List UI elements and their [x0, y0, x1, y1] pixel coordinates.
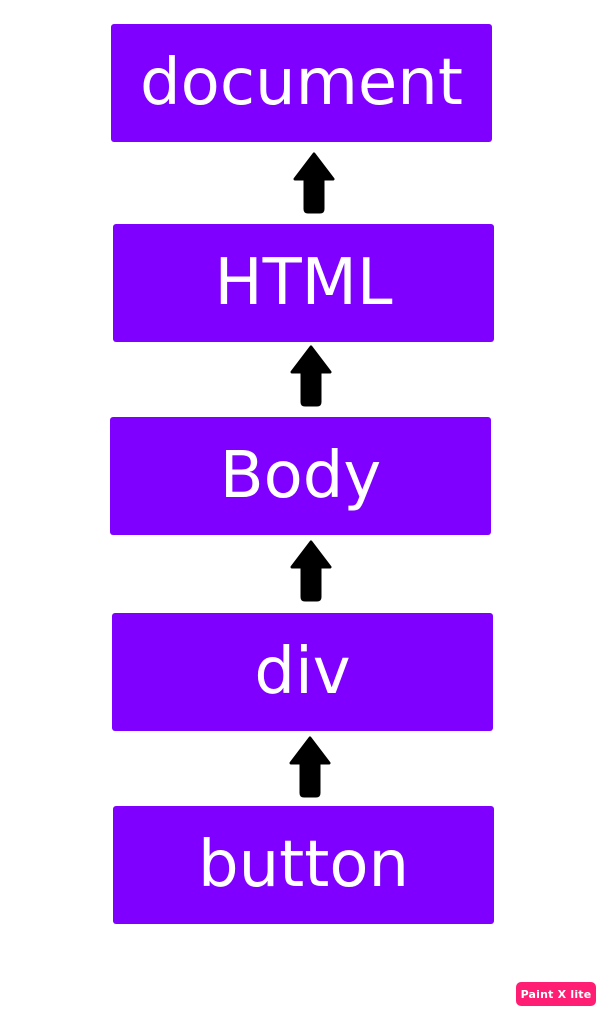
node-body: Body: [110, 417, 491, 535]
node-div: div: [112, 613, 493, 731]
arrow-up-icon: [293, 152, 335, 214]
node-document: document: [111, 24, 492, 142]
node-button: button: [113, 806, 494, 924]
arrow-up-icon: [289, 736, 331, 798]
watermark-label: Paint X lite: [520, 987, 592, 1001]
node-html-label: HTML: [214, 246, 393, 320]
paint-x-lite-watermark: Paint X lite: [516, 982, 596, 1006]
arrow-up-icon: [290, 345, 332, 407]
node-document-label: document: [140, 46, 463, 120]
arrow-up-icon: [290, 540, 332, 602]
node-html: HTML: [113, 224, 494, 342]
node-div-label: div: [254, 635, 351, 709]
node-button-label: button: [197, 828, 410, 902]
node-body-label: Body: [219, 439, 382, 513]
